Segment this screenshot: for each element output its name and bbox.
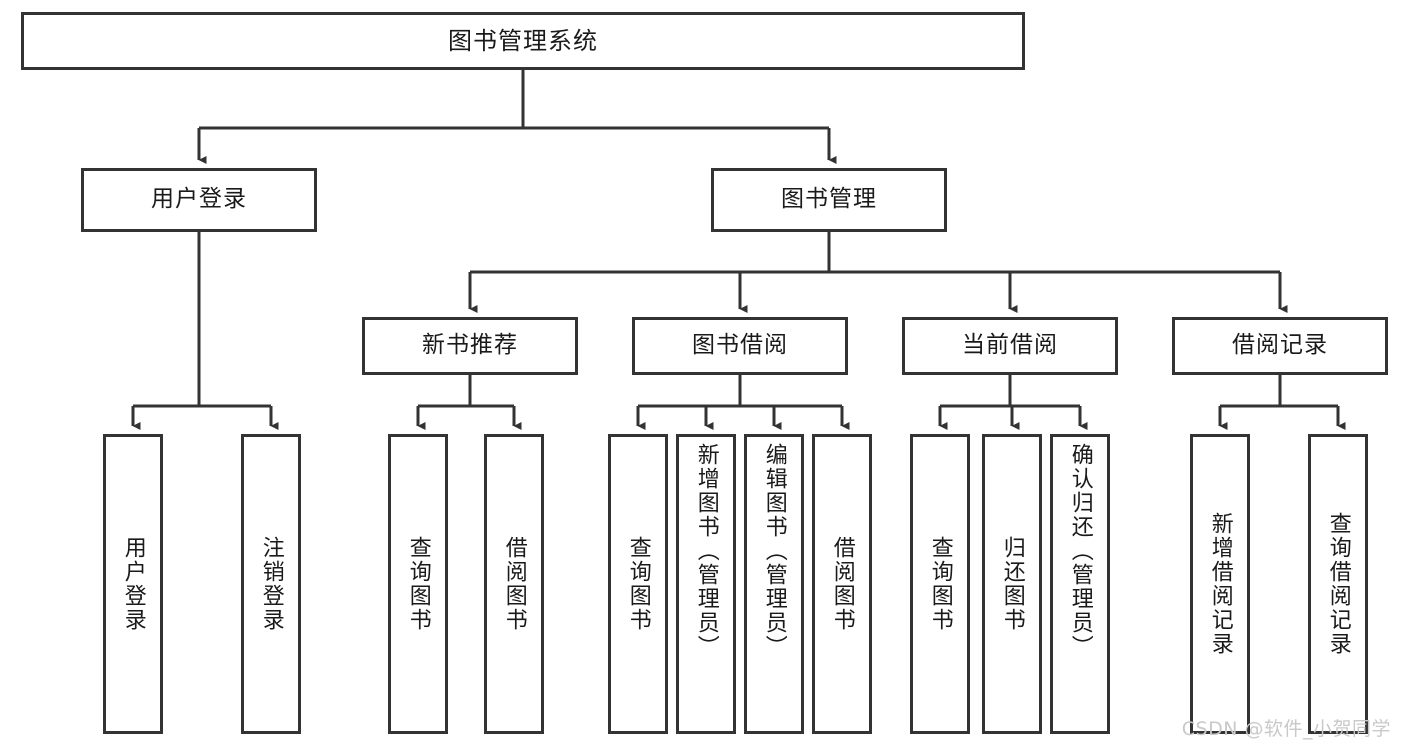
node-leaf-logout[interactable]: 注销登录 <box>241 434 301 734</box>
node-label: 查询图书 <box>625 536 651 632</box>
node-borrow-record[interactable]: 借阅记录 <box>1172 317 1388 375</box>
node-label: 确认归还（管理员） <box>1067 443 1093 659</box>
watermark-text: CSDN @软件_小贺同学 <box>1181 718 1391 740</box>
node-leaf-query-borrow-record[interactable]: 查询借阅记录 <box>1308 434 1368 734</box>
node-label: 新增图书（管理员） <box>693 443 719 659</box>
node-leaf-query-book-current[interactable]: 查询图书 <box>910 434 970 734</box>
node-label: 借阅记录 <box>1232 332 1328 359</box>
node-leaf-edit-book-admin[interactable]: 编辑图书（管理员） <box>744 434 804 734</box>
node-label: 查询借阅记录 <box>1325 512 1351 656</box>
node-root-system[interactable]: 图书管理系统 <box>21 12 1025 70</box>
node-label: 用户登录 <box>151 186 247 213</box>
node-label: 图书管理系统 <box>448 26 598 55</box>
node-book-management[interactable]: 图书管理 <box>711 168 947 232</box>
node-book-borrow[interactable]: 图书借阅 <box>632 317 848 375</box>
node-label: 查询图书 <box>405 536 431 632</box>
node-label: 编辑图书（管理员） <box>761 443 787 659</box>
node-label: 查询图书 <box>927 536 953 632</box>
node-current-borrow[interactable]: 当前借阅 <box>902 317 1118 375</box>
node-label: 图书管理 <box>781 186 877 213</box>
node-leaf-confirm-return-admin[interactable]: 确认归还（管理员） <box>1050 434 1110 734</box>
node-leaf-user-login[interactable]: 用户登录 <box>103 434 163 734</box>
node-user-login[interactable]: 用户登录 <box>81 168 317 232</box>
node-leaf-query-book-borrow[interactable]: 查询图书 <box>608 434 668 734</box>
node-new-book-recommend[interactable]: 新书推荐 <box>362 317 578 375</box>
node-label: 借阅图书 <box>501 536 527 632</box>
node-label: 新书推荐 <box>422 332 518 359</box>
node-label: 归还图书 <box>999 536 1025 632</box>
node-label: 用户登录 <box>120 536 146 632</box>
node-leaf-query-book-rec[interactable]: 查询图书 <box>388 434 448 734</box>
node-label: 图书借阅 <box>692 332 788 359</box>
node-leaf-borrow-book-rec[interactable]: 借阅图书 <box>484 434 544 734</box>
node-leaf-return-book[interactable]: 归还图书 <box>982 434 1042 734</box>
node-label: 注销登录 <box>258 536 284 632</box>
node-label: 借阅图书 <box>829 536 855 632</box>
node-label: 当前借阅 <box>962 332 1058 359</box>
node-leaf-borrow-book[interactable]: 借阅图书 <box>812 434 872 734</box>
node-label: 新增借阅记录 <box>1207 512 1233 656</box>
node-leaf-add-borrow-record[interactable]: 新增借阅记录 <box>1190 434 1250 734</box>
node-leaf-add-book-admin[interactable]: 新增图书（管理员） <box>676 434 736 734</box>
